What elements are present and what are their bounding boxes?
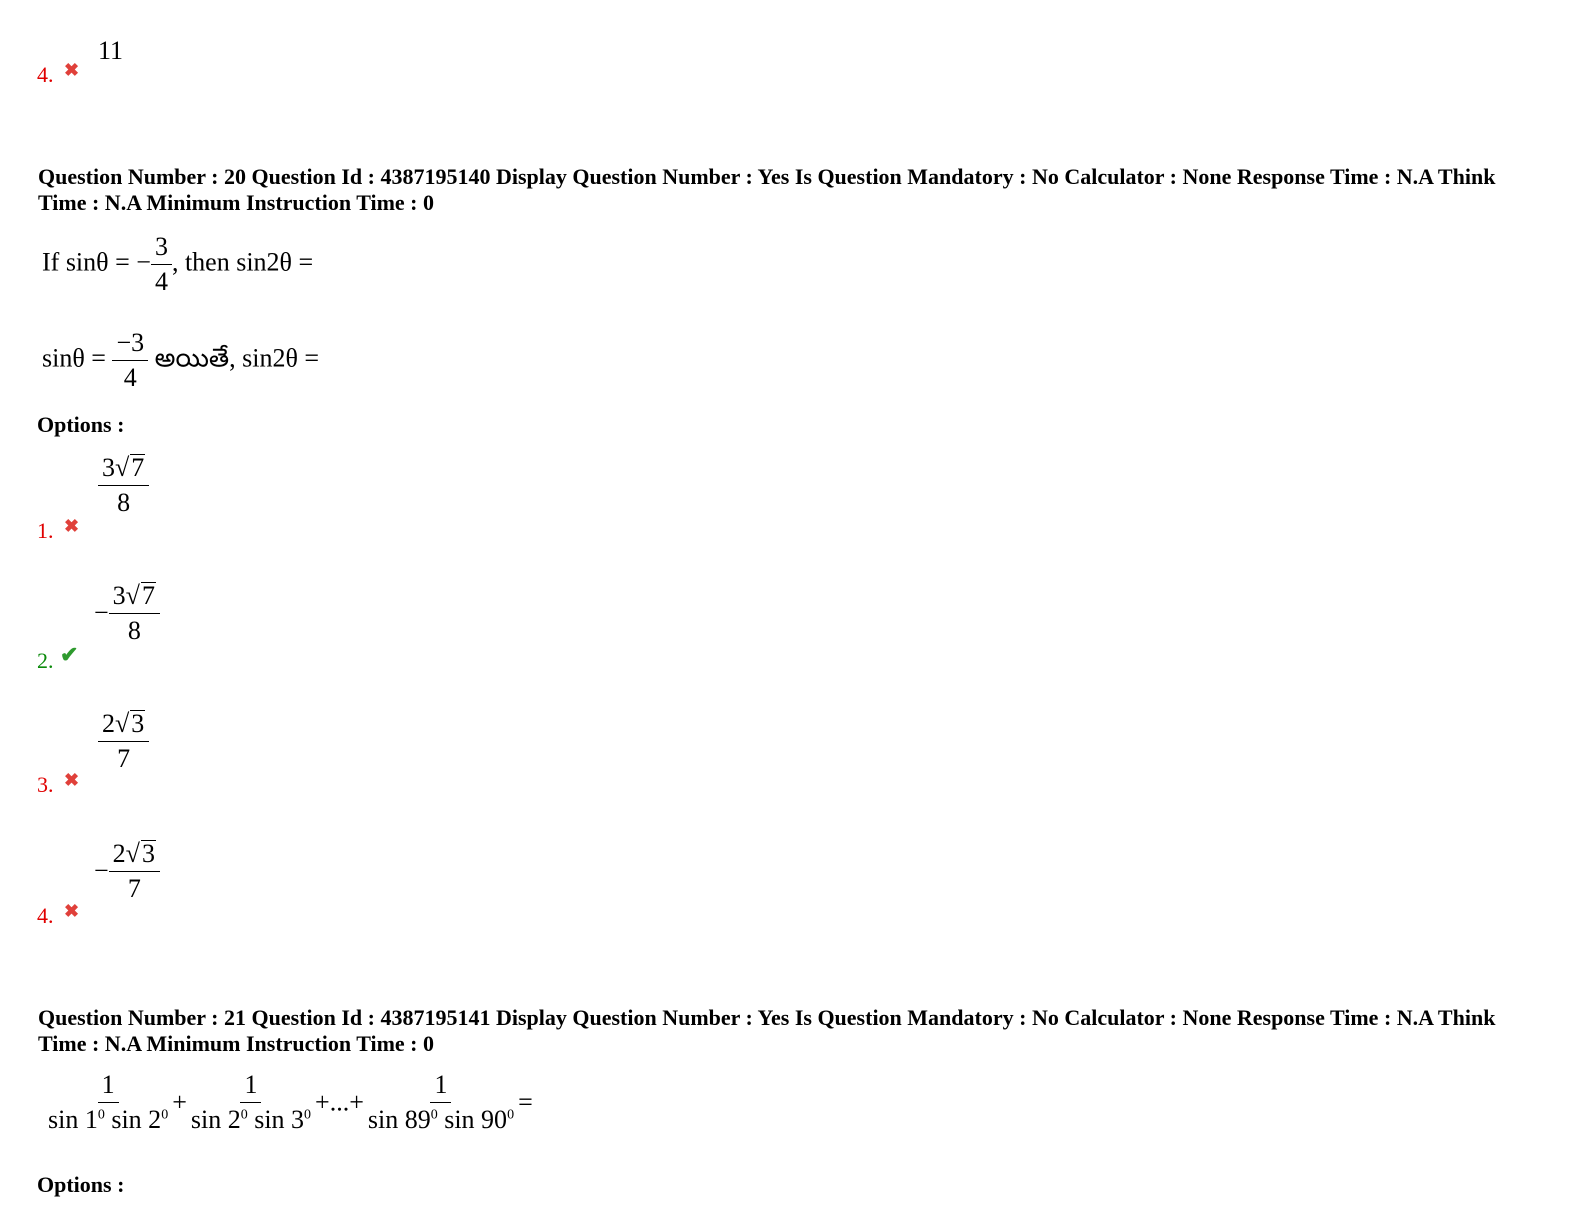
options-label: Options : — [37, 412, 125, 437]
cross-icon: ✖ — [64, 770, 80, 790]
question-20-header: Question Number : 20 Question Id : 43871… — [38, 164, 1496, 215]
prev-option-4-number: 4. — [37, 62, 54, 87]
options-label: Options : — [37, 1172, 125, 1197]
check-icon: ✔ — [60, 642, 79, 667]
question-21-header: Question Number : 21 Question Id : 43871… — [38, 1005, 1496, 1056]
option-4-number: 4. — [37, 903, 54, 928]
prev-option-4-value: 11 — [98, 36, 124, 65]
cross-icon: ✖ — [64, 60, 80, 80]
option-1-number: 1. — [37, 518, 54, 543]
cross-icon: ✖ — [64, 516, 80, 536]
option-3-number: 3. — [37, 772, 54, 797]
option-2-number: 2. — [37, 648, 54, 673]
cross-icon: ✖ — [64, 901, 80, 921]
